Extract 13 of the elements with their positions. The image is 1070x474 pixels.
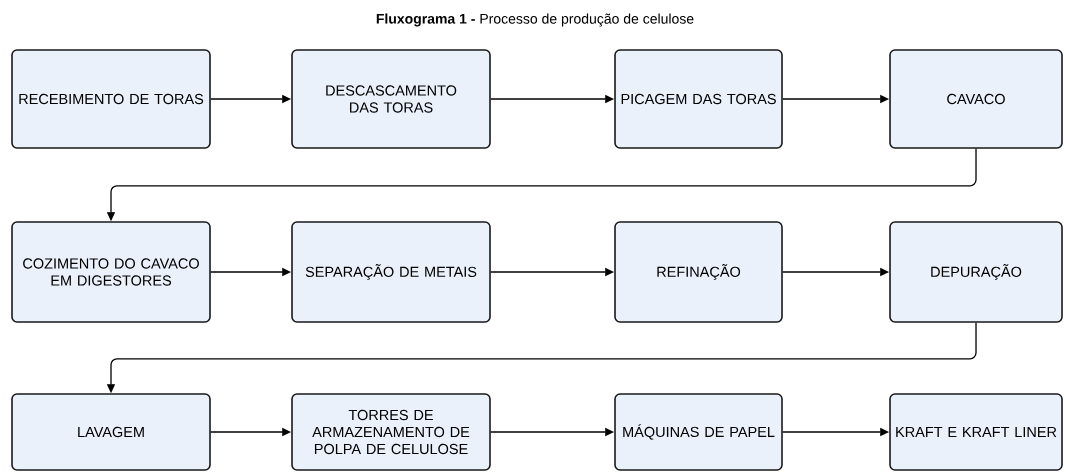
process-box: CAVACO (889, 49, 1063, 149)
process-box: MÁQUINAS DE PAPEL (614, 393, 783, 471)
process-box: LAVAGEM (11, 393, 211, 471)
title: Fluxograma 1 - Processo de produção de celulose (376, 13, 694, 27)
process-box: SEPARAÇÃO DE METAIS (291, 221, 491, 323)
process-box: KRAFT E KRAFT LINER (889, 393, 1063, 471)
process-box: PICAGEM DAS TORAS (614, 49, 783, 149)
process-box: REFINAÇÃO (614, 221, 783, 323)
process-box: DEPURAÇÃO (889, 221, 1063, 323)
process-box: TORRES DE ARMAZENAMENTO DE POLPA DE CELULOSE (291, 393, 491, 471)
process-box: DESCASCAMENTO DAS TORAS (291, 49, 491, 149)
process-box: COZIMENTO DO CAVACO EM DIGESTORES (11, 221, 211, 323)
process-box: RECEBIMENTO DE TORAS (11, 49, 211, 149)
